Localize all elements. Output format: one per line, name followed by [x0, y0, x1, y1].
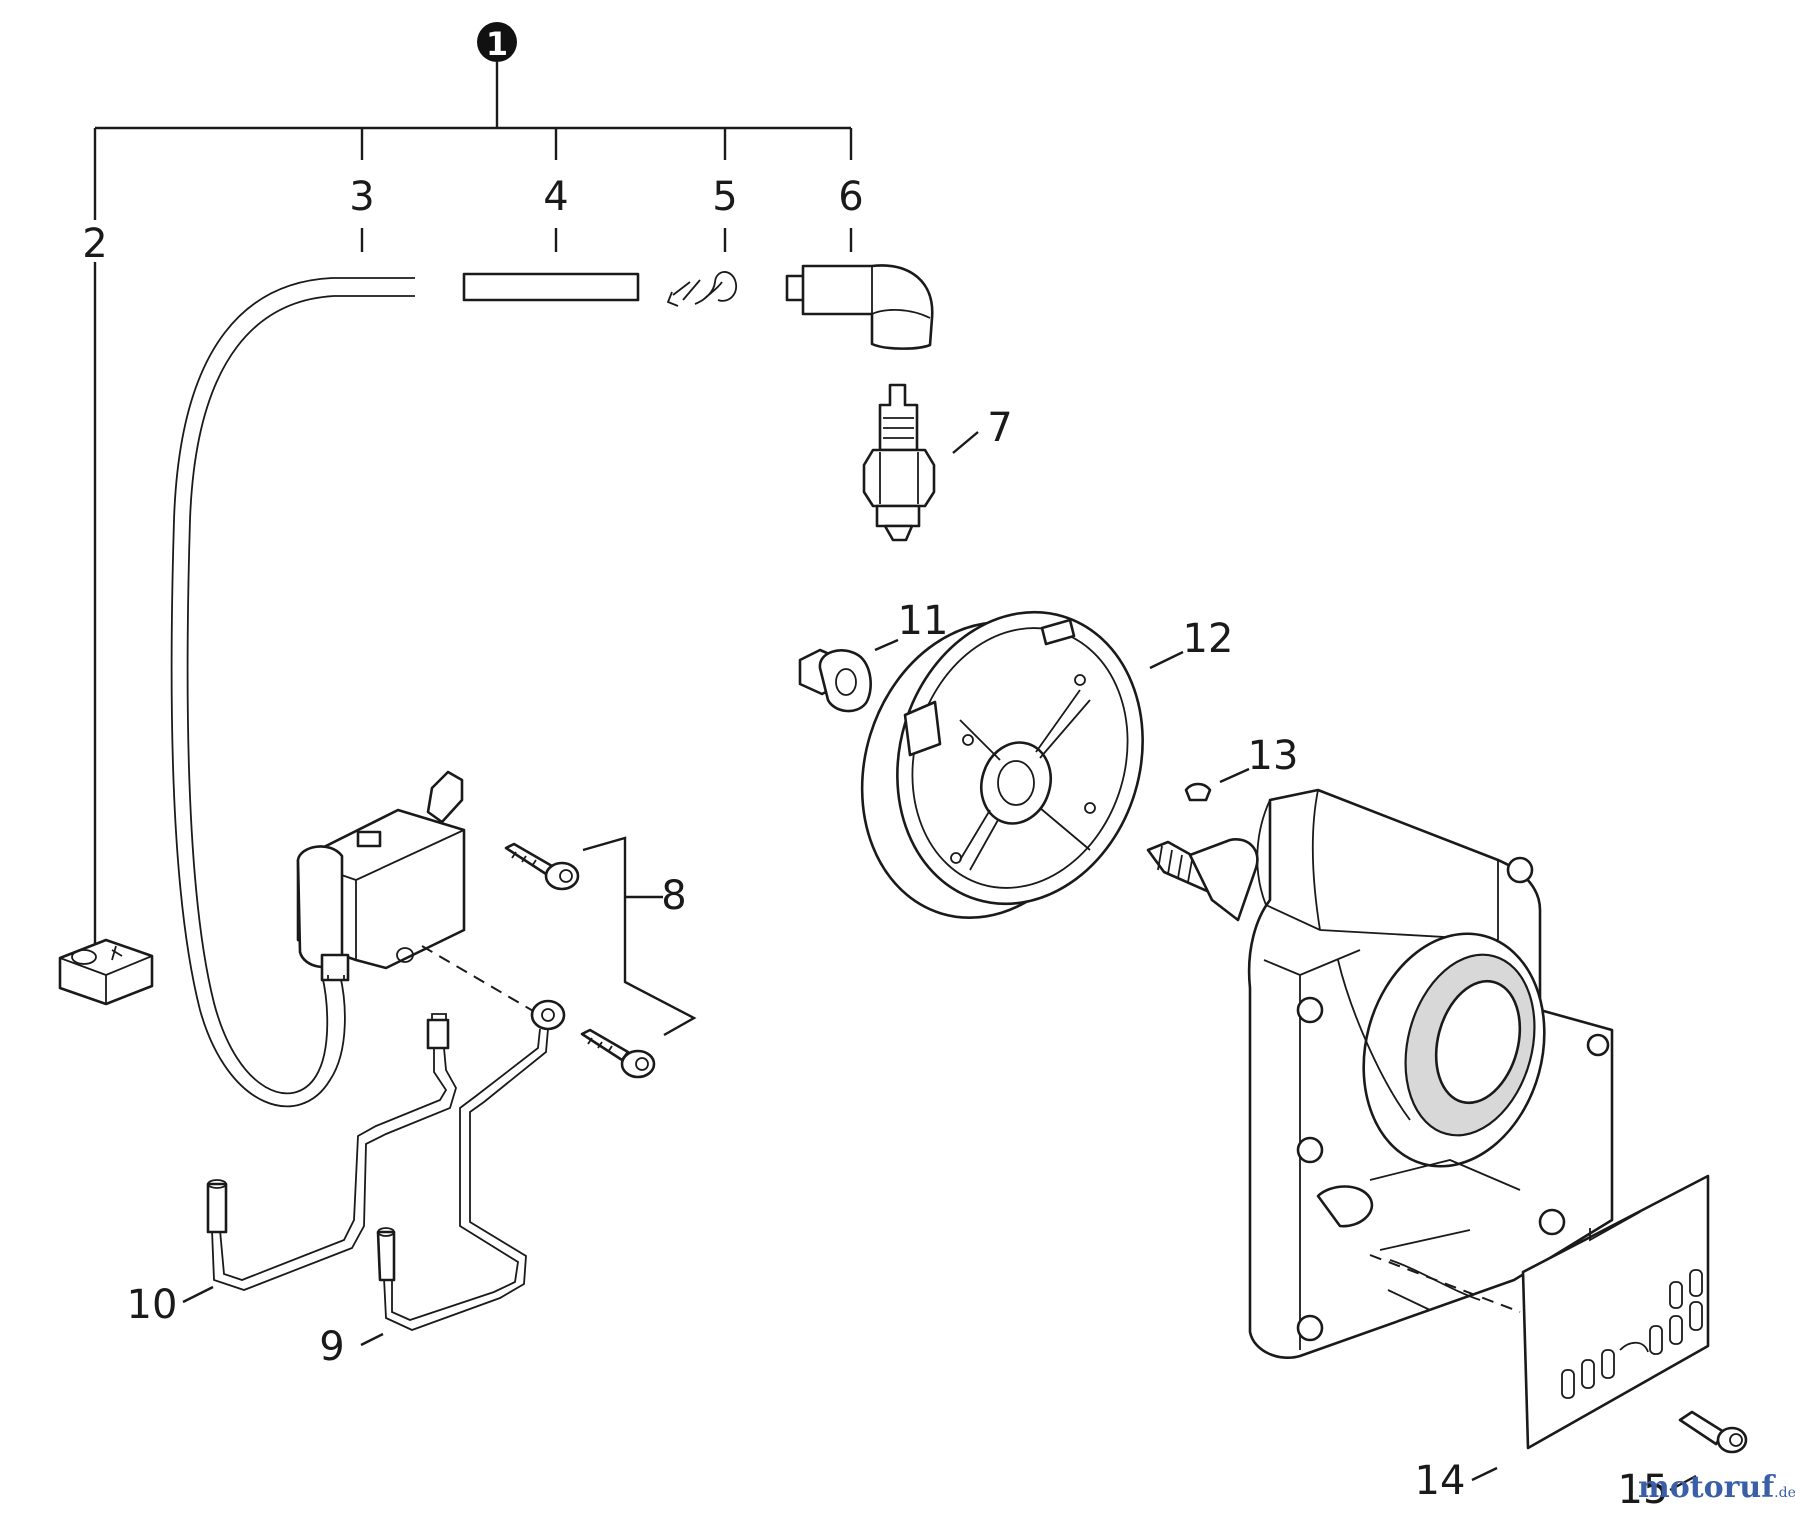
- part-7-spark-plug: [862, 383, 936, 542]
- assembly-ref-badge: [477, 22, 517, 62]
- crankshaft-stub: [1146, 838, 1259, 922]
- callout-labels: 2 3 4 5 6 7 8 9 10 11 12 13 14 15: [82, 174, 1668, 1513]
- callout-7: 7: [987, 405, 1012, 451]
- callout-12: 12: [1183, 616, 1234, 662]
- part-2-wire-clip: [58, 938, 154, 1006]
- part-5-spring: [666, 271, 738, 307]
- callout-9: 9: [319, 1324, 344, 1370]
- callout-3: 3: [349, 174, 374, 220]
- cover-plate-slots: [1561, 1269, 1703, 1399]
- callout-5: 5: [712, 174, 737, 220]
- watermark-suffix: .de: [1774, 1485, 1796, 1501]
- callout-6: 6: [838, 174, 863, 220]
- callout-11: 11: [898, 598, 949, 644]
- callout-8: 8: [661, 873, 686, 919]
- callout-4: 4: [543, 174, 568, 220]
- part-10-switch-wire: [206, 1013, 457, 1291]
- callout-14: 14: [1415, 1458, 1466, 1504]
- crankcase-housing: [1247, 788, 1614, 1359]
- part-6-plug-cap: [785, 264, 934, 350]
- watermark-logo: motoruf.de: [1638, 1470, 1796, 1505]
- assembly-callout-tree: 1: [93, 22, 853, 980]
- leader-lines: [182, 431, 1697, 1492]
- part-12-flywheel: [860, 610, 1144, 919]
- part-13-woodruff-key: [1184, 782, 1212, 802]
- part-15-screw: [1678, 1410, 1748, 1454]
- ignition-coil: [296, 770, 541, 1016]
- callout-2: 2: [82, 221, 107, 267]
- part-14-cover-plate: [1369, 1174, 1710, 1450]
- assembly-bracket-lines: [93, 62, 853, 220]
- part-11-flywheel-nut: [798, 648, 872, 713]
- part-9-ground-wire: [376, 999, 566, 1331]
- part-4-tube: [462, 272, 640, 302]
- callout-13: 13: [1248, 733, 1299, 779]
- callout-10: 10: [127, 1282, 178, 1328]
- callout-15: 15: [1618, 1467, 1669, 1513]
- part-3-ignition-lead: [170, 277, 415, 1108]
- part-8-screws: [504, 842, 656, 1079]
- assembly-ref-number: 1: [486, 25, 508, 63]
- assembly-leader-lines: [93, 228, 853, 980]
- watermark-text: motoruf: [1638, 1470, 1775, 1505]
